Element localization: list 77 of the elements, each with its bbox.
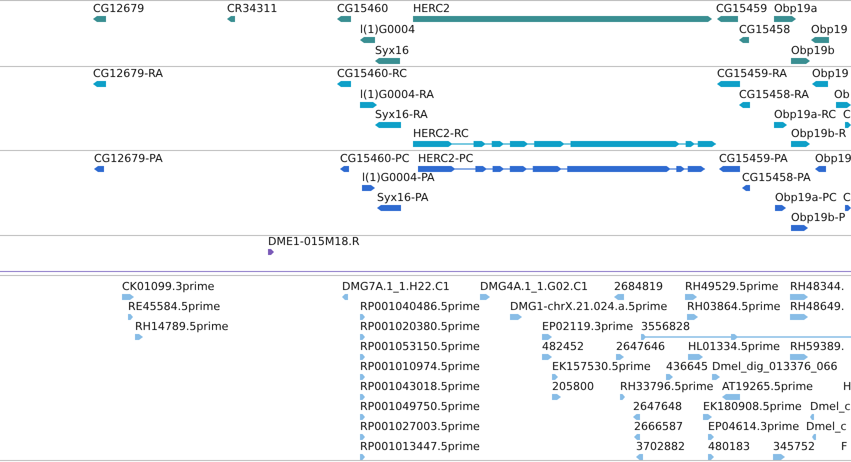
feature-label: l(1)G0004-RA: [360, 88, 434, 102]
feature-label: HL01334.5prime: [688, 340, 780, 354]
feature-label: RP001043018.5prime: [360, 380, 480, 394]
feature-label: EK180908.5prime: [703, 400, 802, 414]
feature-label: CG15458-RA: [739, 88, 809, 102]
feature-label: 480183: [708, 440, 750, 454]
feature-label: CG12679-RA: [93, 67, 163, 81]
feature-label: Ob: [834, 88, 850, 102]
feature-label: CG15458-PA: [742, 171, 811, 185]
feature-label: CG12679-PA: [94, 152, 163, 166]
feature-label: RH48649.: [790, 300, 844, 314]
feature-label: RE45584.5prime: [128, 300, 220, 314]
feature-label: 2647646: [616, 340, 665, 354]
feature-label: 205800: [552, 380, 594, 394]
feature-label: DME1-015M18.R: [268, 235, 360, 249]
feature-label: CK01099.3prime: [122, 280, 214, 294]
feature-label: l(1)G0004: [360, 23, 416, 37]
feature-label: C: [843, 191, 851, 205]
feature-label: Dmel_dig_013376_066: [712, 360, 838, 374]
feature-label: RP001049750.5prime: [360, 400, 480, 414]
feature-label: EP04614.3prime: [708, 420, 800, 434]
feature-label: 345752: [773, 440, 815, 454]
feature-label: RH33796.5prime: [620, 380, 714, 394]
feature-label: RP001053150.5prime: [360, 340, 480, 354]
feature-label: Syx16-RA: [375, 108, 428, 122]
feature-label: RH03864.5prime: [687, 300, 780, 314]
feature-label: HERC2-RC: [413, 127, 469, 141]
feature-label: C: [843, 108, 851, 122]
feature-label: Obp19: [811, 23, 848, 37]
feature-label: Obp19b: [791, 44, 835, 58]
feature-label: CG15459: [716, 2, 768, 16]
feature-label: Obp19a-PC: [775, 191, 837, 205]
feature-label: 2647648: [633, 400, 682, 414]
feature-label: Obp19: [812, 67, 849, 81]
feature-label: RH49529.5prime: [685, 280, 778, 294]
feature-label: HERC2: [413, 2, 450, 16]
feature-label: Obp19b-R: [791, 127, 846, 141]
feature-label: H: [843, 380, 851, 394]
feature-label: DMG4A.1_1.G02.C1: [480, 280, 588, 294]
feature-label: EK157530.5prime: [552, 360, 651, 374]
feature-label: RP001013447.5prime: [360, 440, 480, 454]
feature-label: RH48344.: [790, 280, 844, 294]
feature-label: HERC2-PC: [418, 152, 474, 166]
feature-label: l(1)G0004-PA: [362, 171, 435, 185]
feature-label: RP001020380.5prime: [360, 320, 480, 334]
feature-label: CG15458: [739, 23, 790, 37]
feature-label: Obp19a: [774, 2, 818, 16]
feature-label: CG12679: [93, 2, 144, 16]
feature-label: DMG7A.1_1.H22.C1: [342, 280, 450, 294]
feature-label: CG15459-RA: [717, 67, 787, 81]
feature-label: 482452: [542, 340, 584, 354]
feature-label: AT19265.5prime: [722, 380, 813, 394]
feature-label: 2666587: [634, 420, 683, 434]
feature-label: RP001027003.5prime: [360, 420, 480, 434]
feature-label: Obp19: [815, 152, 851, 166]
feature-label: 3702882: [636, 440, 685, 454]
feature-label: CR34311: [227, 2, 278, 16]
feature-label: EP02119.3prime: [542, 320, 634, 334]
feature-label: 2684819: [614, 280, 663, 294]
feature-label: RH59389.: [790, 340, 844, 354]
feature-label: RP001010974.5prime: [360, 360, 480, 374]
feature-label: RP001040486.5prime: [360, 300, 480, 314]
feature-label: CG15460-PC: [340, 152, 410, 166]
feature-label: 436645: [666, 360, 708, 374]
feature-label: 3556828: [641, 320, 690, 334]
feature-label: CG15459-PA: [719, 152, 788, 166]
feature-label: Dmel_c: [810, 400, 851, 414]
feature-label: F: [841, 440, 848, 454]
feature-label: Obp19b-P: [791, 211, 846, 225]
feature-label: Obp19a-RC: [774, 108, 836, 122]
feature-label: CG15460-RC: [337, 67, 407, 81]
feature-label: DMG1-chrX.21.024.a.5prime: [510, 300, 668, 314]
feature-label: CG15460: [337, 2, 388, 16]
feature-label: Dmel_c: [806, 420, 847, 434]
feature-label: Syx16: [375, 44, 409, 58]
feature-label: Syx16-PA: [377, 191, 428, 205]
feature-label: RH14789.5prime: [135, 320, 228, 334]
